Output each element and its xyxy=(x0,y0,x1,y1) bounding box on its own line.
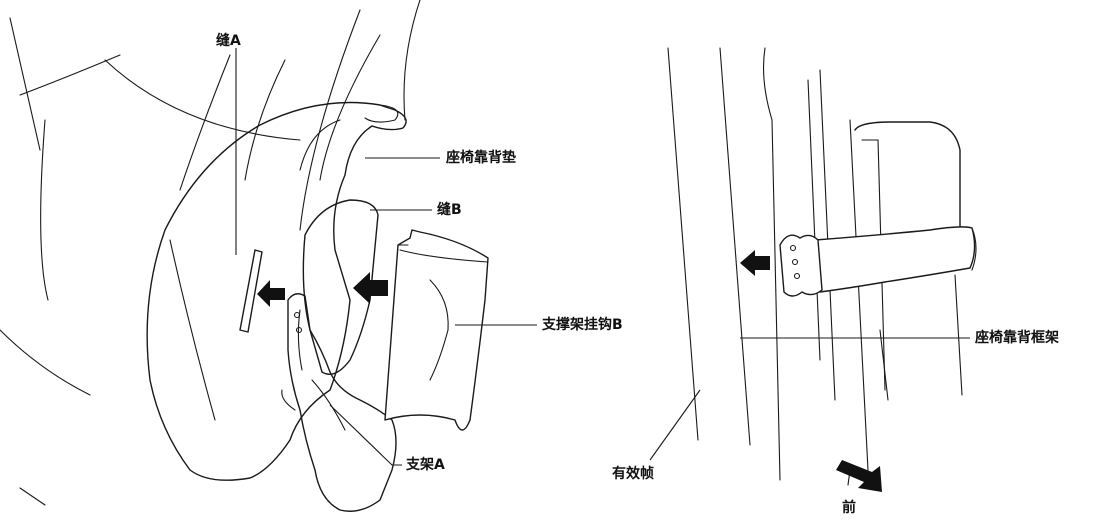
label-seam-a: 缝A xyxy=(216,33,241,49)
label-front: 前 xyxy=(842,500,856,516)
label-seat-back-frame: 座椅靠背框架 xyxy=(975,330,1059,346)
label-bracket-a: 支架A xyxy=(406,457,445,473)
label-support-hook-b: 支撑架挂钩B xyxy=(542,317,623,333)
left-arrow-2 xyxy=(353,272,388,304)
left-illustration xyxy=(0,0,537,512)
bracket-a-leader xyxy=(329,404,402,466)
right-arrow xyxy=(740,250,770,276)
right-illustration xyxy=(649,47,977,492)
valid-frame-leader xyxy=(649,389,701,461)
label-valid-frame: 有效帧 xyxy=(612,466,654,482)
left-arrow-1 xyxy=(257,280,285,307)
label-seat-back-pad: 座椅靠背垫 xyxy=(446,150,516,166)
label-seam-b: 缝B xyxy=(437,202,462,218)
front-arrow xyxy=(836,460,882,492)
